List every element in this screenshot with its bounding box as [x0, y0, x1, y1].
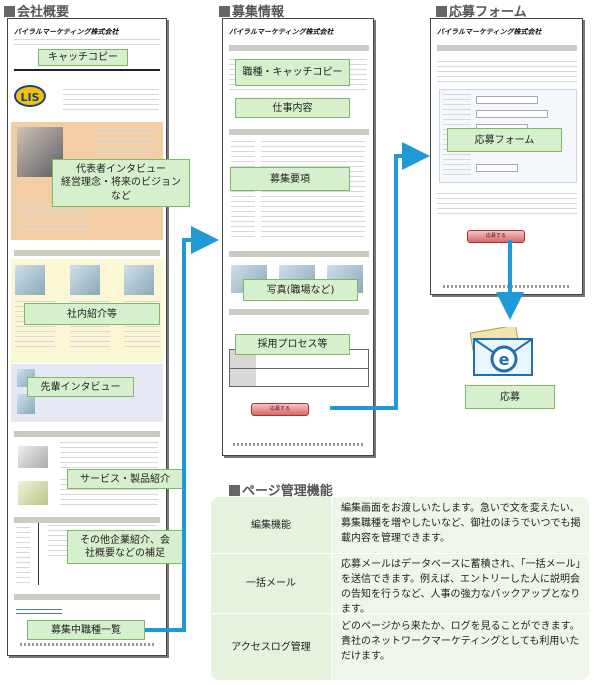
tag-office: 社内紹介等	[24, 303, 160, 325]
section-title-apply: 応募フォーム	[436, 1, 527, 20]
tag-other-line1: その他企業紹介、会	[80, 534, 170, 546]
divider	[211, 553, 589, 554]
link-lines	[16, 609, 62, 617]
text-lines	[19, 204, 89, 234]
text-lines	[437, 61, 577, 83]
text-lines	[63, 89, 159, 111]
tag-job-catch: 職種・キャッチコピー	[235, 59, 350, 86]
footer	[20, 643, 154, 646]
tag-ceo-line3: など	[111, 190, 131, 202]
text-lines	[261, 141, 365, 241]
apply-submit-button[interactable]: 応募する	[467, 230, 525, 243]
company-site-name: バイラルマーケティング株式会社	[14, 28, 119, 36]
apply-site-name: バイラルマーケティング株式会社	[437, 28, 542, 36]
tag-apply-form: 応募フォーム	[447, 128, 562, 152]
company-logo: LIS	[14, 85, 46, 107]
section-title-management: ページ管理機能	[229, 480, 333, 499]
senior-photo-2	[17, 394, 35, 414]
section-bar	[229, 129, 369, 135]
section-title-recruit: 募集情報	[219, 1, 284, 20]
footer	[443, 285, 571, 288]
text-lines	[16, 527, 30, 585]
divider	[331, 497, 332, 680]
recruit-apply-button[interactable]: 応募する	[251, 403, 309, 416]
divider	[14, 69, 160, 71]
tag-photo: 写真(職場など)	[243, 279, 358, 301]
tag-ceo-line1: 代表者インタビュー	[76, 163, 166, 175]
feature-edit: 編集機能	[251, 519, 291, 531]
office-photo-3	[124, 265, 154, 295]
tag-requirements: 募集要項	[230, 167, 350, 191]
section-bar	[229, 251, 369, 257]
service-photo-2	[18, 481, 48, 505]
tag-apply-result: 応募	[465, 385, 555, 409]
tag-process: 採用プロセス等	[235, 334, 350, 355]
office-photo-1	[15, 265, 45, 295]
footer	[233, 443, 363, 446]
feature-bulk-mail-desc: 応募メールはデータベースに蓄積され、「一括メール」を送信できます。例えば、エント…	[341, 559, 581, 615]
tag-ceo-line2: 経営理念・将来のビジョン	[61, 177, 181, 189]
feature-access-log: アクセスログ管理	[231, 641, 311, 653]
text-lines	[95, 128, 155, 158]
recruit-site-name: バイラルマーケティング株式会社	[229, 28, 334, 36]
form-input[interactable]	[476, 110, 548, 118]
service-photo-1	[18, 446, 48, 468]
email-envelope-icon: e	[469, 327, 533, 376]
tag-job-content: 仕事内容	[235, 98, 350, 118]
divider	[211, 613, 589, 614]
text-lines	[437, 193, 577, 215]
tag-other-company-info: その他企業紹介、会 社概要などの補足	[67, 530, 183, 564]
text-lines	[60, 442, 158, 472]
tag-catch-copy: キャッチコピー	[38, 49, 128, 66]
section-bar	[14, 517, 160, 523]
form-input[interactable]	[476, 96, 538, 104]
feature-edit-desc: 編集画面をお渡しいたします。急いで文を変えたい、募集職種を増やしたいなど、御社の…	[341, 503, 581, 544]
svg-text:e: e	[499, 350, 510, 369]
management-table: 編集機能 編集画面をお渡しいたします。急いで文を変えたい、募集職種を増やしたいな…	[211, 497, 589, 680]
section-bar	[229, 309, 369, 315]
office-photo-2	[70, 265, 100, 295]
tag-job-list: 募集中職種一覧	[27, 620, 145, 640]
section-bar	[14, 250, 160, 256]
divider	[230, 368, 368, 369]
section-title-company: 会社概要	[4, 1, 69, 20]
form-input[interactable]	[476, 164, 518, 172]
feature-bulk-mail: 一括メール	[246, 578, 296, 589]
feature-access-log-desc: どのページから来たか、ログを見ることができます。貴社のネットワークマーケティング…	[341, 621, 580, 662]
section-bar	[437, 45, 577, 51]
section-bar	[14, 431, 160, 437]
tag-service: サービス・製品紹介	[67, 469, 183, 489]
management-feature-column	[211, 497, 331, 680]
tag-other-line2: 社概要などの補足	[85, 548, 165, 559]
section-bar	[229, 45, 369, 51]
section-bar	[14, 594, 160, 600]
text-lines	[231, 141, 255, 241]
divider	[38, 523, 39, 585]
apply-page-mock: バイラルマーケティング株式会社 応募する	[430, 18, 583, 295]
text-lines	[14, 39, 160, 49]
tag-senior-interview: 先輩インタビュー	[27, 377, 134, 397]
tag-ceo-interview: 代表者インタビュー 経営理念・将来のビジョン など	[52, 159, 190, 207]
